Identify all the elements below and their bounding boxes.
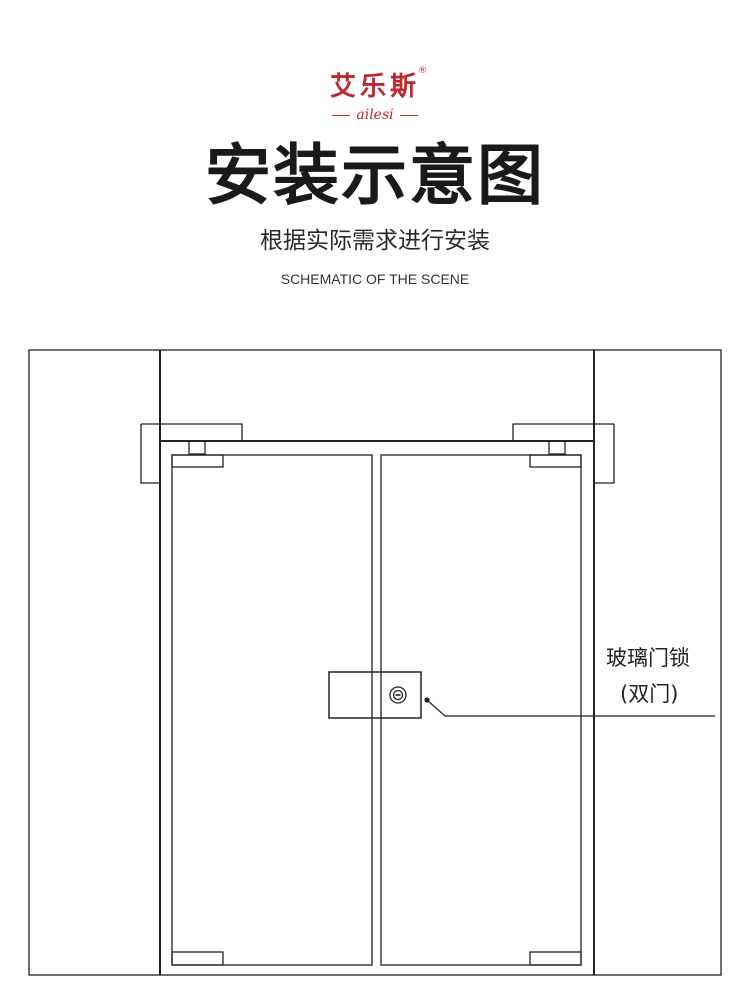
page-subtitle-en: SCHEMATIC OF THE SCENE: [280, 271, 470, 287]
right-top-patch-fitting: [529, 454, 582, 468]
registered-mark: ®: [418, 66, 427, 76]
callout-label-line2: (双门): [620, 682, 679, 706]
left-glass-door: [171, 454, 373, 966]
right-bottom-patch-fitting: [529, 951, 582, 966]
left-bottom-patch-fitting: [171, 951, 224, 966]
callout-leader-line: [426, 699, 715, 717]
brand-dash-left: [332, 114, 351, 116]
left-top-patch-fitting: [171, 454, 224, 468]
right-side-bracket: [594, 424, 615, 484]
brand-name-en: ailesi: [0, 106, 750, 124]
page-subtitle: 根据实际需求进行安装: [260, 228, 490, 254]
right-top-bracket: [512, 423, 614, 441]
left-top-pivot: [188, 440, 206, 455]
brand-dash-right: [399, 114, 418, 116]
callout-dot: [424, 697, 430, 703]
lock-cylinder-inner: [392, 689, 404, 701]
lock-cylinder-outer: [389, 686, 407, 704]
brand-name-en-text: ailesi: [356, 107, 394, 123]
brand-logo: 艾乐斯 ® ailesi: [0, 66, 750, 124]
wall-frame: [28, 349, 722, 976]
left-top-bracket: [141, 423, 243, 441]
right-top-pivot: [548, 440, 566, 455]
page-title: 安装示意图: [205, 137, 545, 214]
right-glass-door: [380, 454, 582, 966]
left-side-bracket: [140, 424, 160, 484]
glass-door-lock: [328, 671, 422, 719]
callout-label-line1: 玻璃门锁: [606, 646, 690, 670]
brand-name-cn: 艾乐斯: [329, 72, 420, 102]
